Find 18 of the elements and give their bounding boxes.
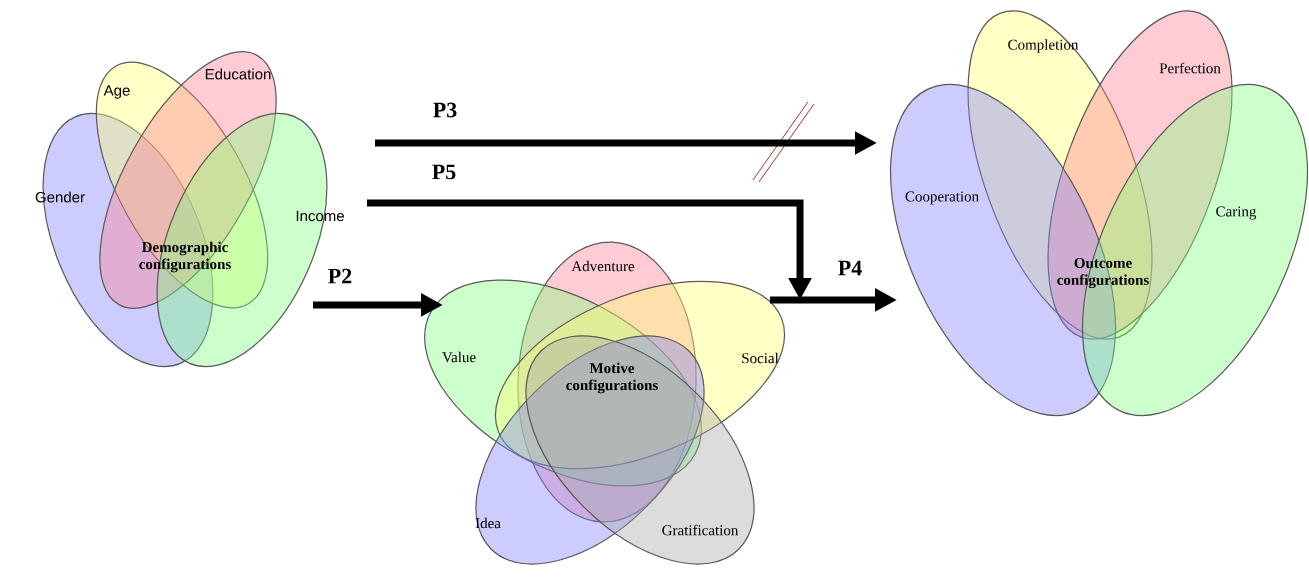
ellipse-label: Gratification: [662, 524, 739, 536]
ellipse-label: Completion: [1008, 39, 1079, 53]
ellipse-label: Income: [296, 210, 344, 222]
ellipse-label: Value: [442, 351, 476, 363]
edge-label: P5: [432, 164, 456, 180]
edge-label: P4: [838, 260, 862, 276]
ellipse-label: Age: [103, 85, 130, 99]
edge-label: P2: [328, 268, 352, 284]
ellipse-label: Social: [742, 352, 779, 364]
centre-label: Motive configurations: [566, 362, 658, 394]
ellipse-label: Adventure: [571, 260, 635, 272]
ellipse-label: Idea: [475, 517, 501, 529]
edge-label: P3: [433, 102, 457, 118]
ellipse-label: Education: [205, 68, 271, 80]
ellipse-label: Cooperation: [905, 191, 979, 205]
centre-label: Outcome configurations: [1057, 257, 1149, 289]
ellipse-label: Caring: [1216, 206, 1257, 220]
ellipse-label: Perfection: [1159, 62, 1221, 74]
